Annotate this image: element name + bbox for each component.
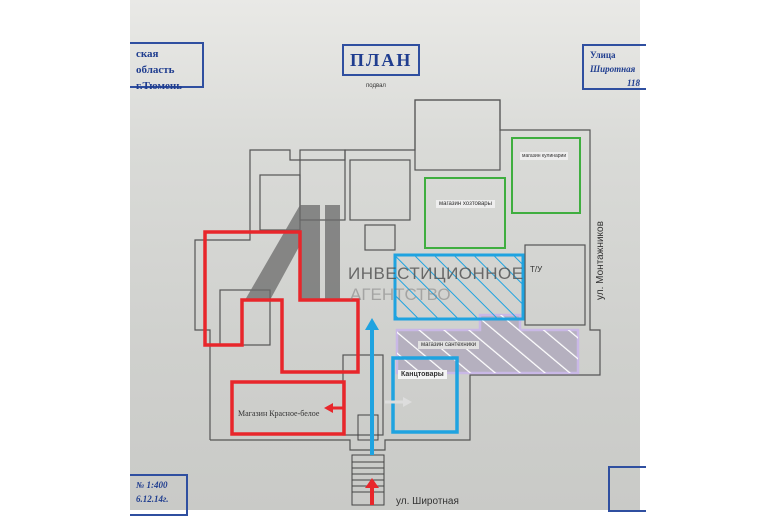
floor-label: подвал [366, 83, 386, 89]
watermark-line2: АГЕНТСТВО [350, 285, 451, 304]
zone-hardware-store [424, 177, 506, 249]
watermark-logo [245, 205, 340, 300]
watermark-line1: ИНВЕСТИЦИОННОЕ [348, 264, 524, 283]
zone-krasnoe-beloe-upper [203, 230, 360, 374]
street-stamp: Улица Широтная 118 [582, 44, 646, 90]
label-grocery-store: магазин кулинарии [520, 152, 569, 160]
zone-grocery-store [511, 137, 581, 214]
label-stationery: Канцтовары [398, 370, 447, 379]
label-hardware-store: магазин хозтовары [436, 200, 495, 208]
city-line: г.Тюмень [136, 80, 183, 92]
street-stamp-value: Широтная [590, 64, 636, 74]
route-arrows [324, 318, 412, 505]
region-line: ская область [136, 48, 175, 76]
street-stamp-label: Улица [590, 50, 616, 60]
entrance-stairs [351, 414, 385, 506]
zone-stationery [391, 356, 459, 434]
label-krasnoe-beloe: Магазин Красное-белое [238, 409, 320, 418]
street-east-label: ул. Монтажников [595, 221, 606, 300]
footer-stamp-number: № 1:400 [136, 480, 168, 490]
zone-hatched-blue [393, 253, 525, 321]
floor-plan-photo [130, 0, 640, 510]
street-south-label: ул. Широтная [396, 496, 459, 507]
label-heat-unit: Т/У [530, 265, 543, 274]
region-stamp: ская область г.Тюмень [130, 42, 204, 92]
footer-stamp-date: 6.12.14г. [136, 494, 169, 504]
signature-stamp [608, 466, 646, 512]
street-stamp-number: 118 [626, 78, 640, 88]
plan-title: ПЛАН [342, 44, 421, 76]
label-plumbing-store: магазин сантехники [418, 341, 480, 349]
